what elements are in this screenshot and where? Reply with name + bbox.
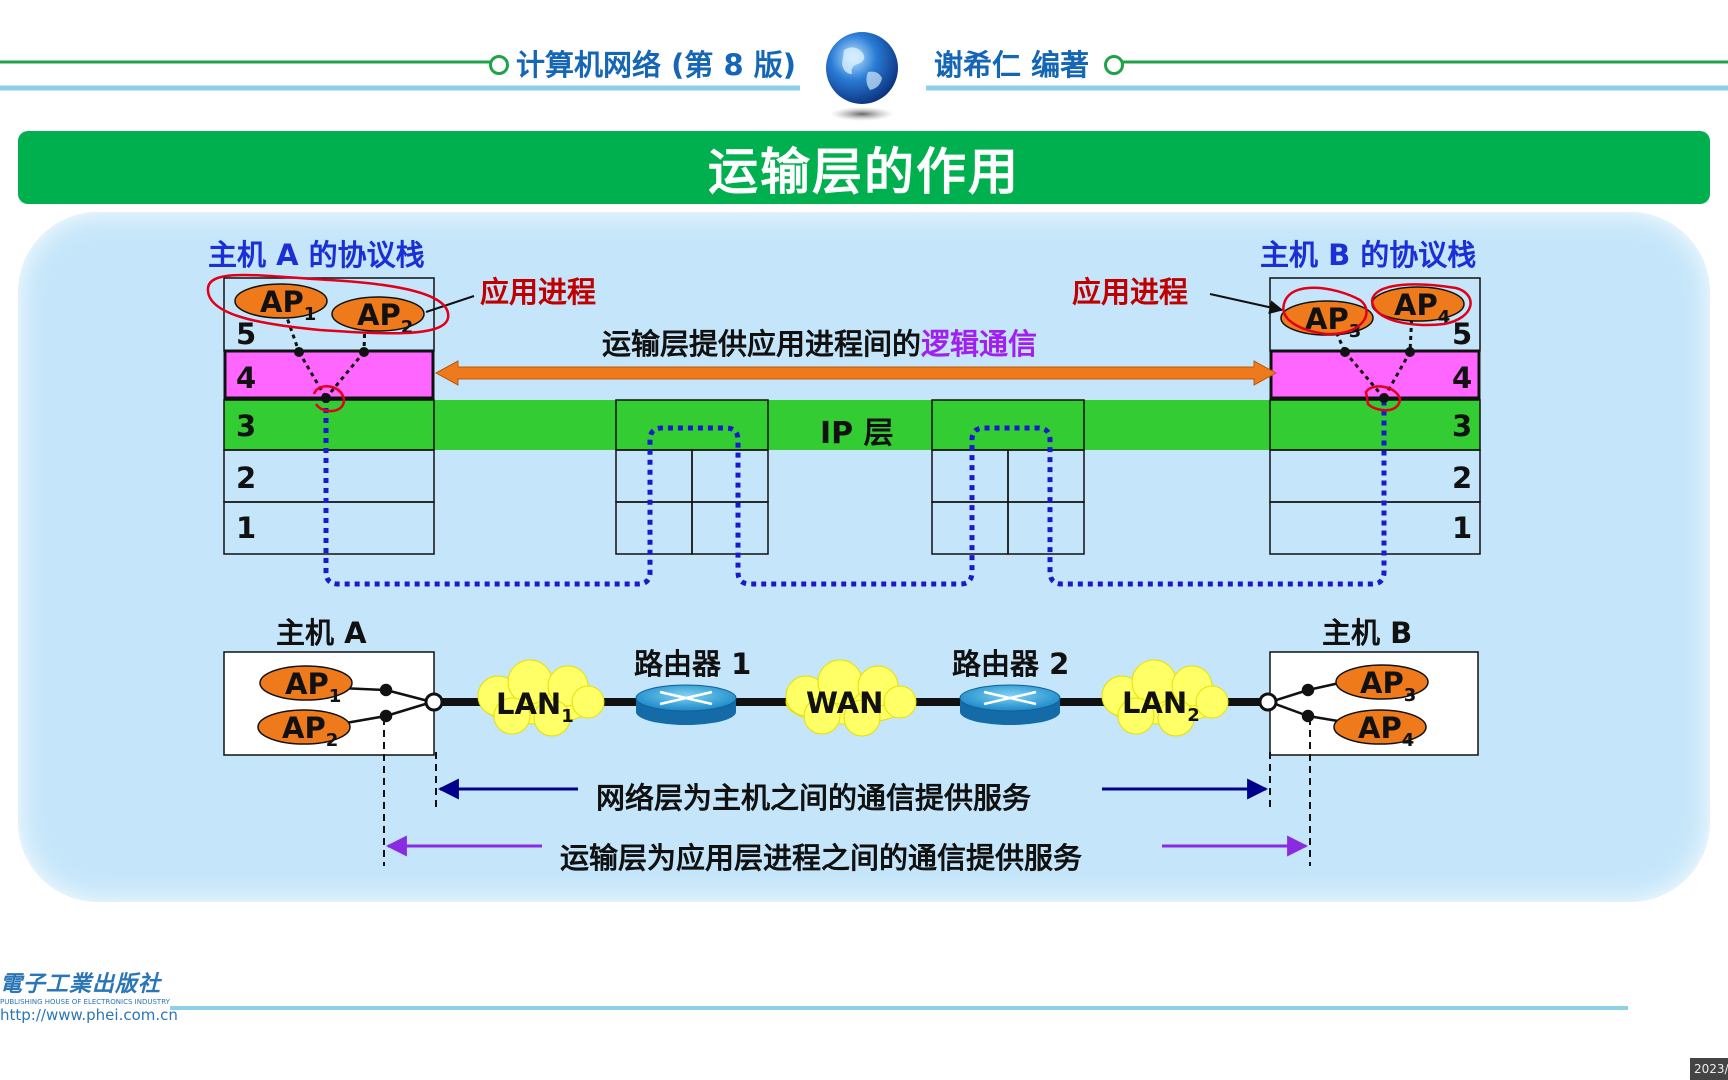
router-1-label: 路由器 1 (634, 647, 751, 681)
data-flow-path (323, 398, 1387, 587)
svg-text:AP1: AP1 (260, 285, 316, 325)
router-2-icon (959, 684, 1061, 725)
book-title: 计算机网络 (第 8 版) (516, 48, 796, 82)
globe-icon (826, 32, 898, 121)
publisher-name-en: PUBLISHING HOUSE OF ELECTRONICS INDUSTRY (0, 998, 170, 1006)
host-a-stack-label: 主机 A 的协议栈 (208, 238, 425, 272)
host-b-layer-num-1: 1 (1452, 511, 1472, 545)
host-a-app-process-pointer (425, 295, 475, 313)
router-1-protocol-stack (615, 399, 769, 555)
host-b-label: 主机 B (1322, 616, 1412, 650)
header-right-ring-icon (1104, 55, 1124, 75)
host-a-layer-num-2: 2 (236, 461, 256, 495)
host-b-connector (1258, 680, 1345, 724)
ip-layer-label: IP 层 (820, 416, 894, 451)
slide-title-bar: 运输层的作用 (18, 131, 1710, 204)
host-a-ap2: AP2 (257, 709, 351, 751)
lan1-cloud-icon: LAN1 (477, 659, 605, 737)
stack-ap1: AP1 (234, 283, 328, 325)
publisher-url: http://www.phei.com.cn (0, 1006, 178, 1024)
host-b-app-process-pointer (1209, 293, 1284, 315)
red-annotations (206, 273, 1472, 413)
router-2-label: 路由器 2 (952, 647, 1069, 681)
host-b-layer-num-4: 4 (1452, 361, 1472, 395)
host-b-protocol-stack: 5 4 3 2 1 (1269, 277, 1481, 555)
logical-comm-prefix: 运输层提供应用进程间的 (602, 327, 921, 361)
stack-ap3: AP3 (1280, 300, 1374, 342)
lan2-cloud-icon: LAN2 (1101, 659, 1229, 737)
lan2-label: LAN2 (1122, 686, 1200, 726)
host-b-app-process-label: 应用进程 (1072, 275, 1188, 309)
svg-text:AP2: AP2 (282, 711, 338, 751)
transport-layer-service-text: 运输层为应用层进程之间的通信提供服务 (560, 841, 1082, 875)
host-b-layer-4 (1269, 349, 1481, 400)
host-b-ap3: AP3 (1335, 664, 1429, 706)
logical-comm-text: 运输层提供应用进程间的逻辑通信 (602, 327, 1037, 361)
header-lines (0, 60, 1728, 91)
timestamp-badge: 2023/ (1690, 1058, 1728, 1080)
wan-label: WAN (806, 686, 883, 720)
host-a-layer-num-3: 3 (236, 409, 256, 443)
router-1-icon (635, 684, 737, 725)
host-a-layer-4 (223, 349, 435, 400)
host-b-stack-label: 主机 B 的协议栈 (1260, 238, 1476, 272)
host-b-layer-num-2: 2 (1452, 461, 1472, 495)
publisher-logo: 電子工業出版社 PUBLISHING HOUSE OF ELECTRONICS … (0, 972, 178, 1024)
svg-text:AP3: AP3 (1360, 666, 1416, 706)
logical-communication-arrow (434, 360, 1278, 386)
network-layer-service-text: 网络层为主机之间的通信提供服务 (596, 781, 1031, 815)
scope-markers (383, 718, 1311, 866)
wan-cloud-icon: WAN (785, 659, 917, 737)
logical-comm-highlight: 逻辑通信 (921, 327, 1037, 361)
svg-text:AP4: AP4 (1394, 288, 1450, 328)
lan1-label: LAN1 (496, 687, 574, 727)
slide-title: 运输层的作用 (708, 142, 1020, 201)
header-left-ring-icon (489, 55, 509, 75)
stack-ap4: AP4 (1371, 286, 1465, 328)
router-2-protocol-stack (931, 399, 1085, 555)
host-a-label: 主机 A (276, 616, 367, 650)
book-author: 谢希仁 编著 (934, 48, 1090, 82)
svg-text:AP4: AP4 (1358, 711, 1414, 751)
host-b-layer-num-5: 5 (1452, 317, 1472, 351)
host-b-ap4: AP4 (1333, 709, 1427, 751)
host-b-layer-num-3: 3 (1452, 409, 1472, 443)
host-a-layer-num-5: 5 (236, 317, 256, 351)
host-a-layer-num-4: 4 (236, 361, 256, 395)
publisher-name-zh: 電子工業出版社 (0, 972, 162, 997)
svg-text:AP1: AP1 (285, 667, 341, 707)
host-a-ap1: AP1 (259, 665, 353, 707)
host-a-app-process-label: 应用进程 (480, 275, 596, 309)
host-a-layer-num-1: 1 (236, 511, 256, 545)
host-a-stack-ap-links (283, 311, 369, 403)
